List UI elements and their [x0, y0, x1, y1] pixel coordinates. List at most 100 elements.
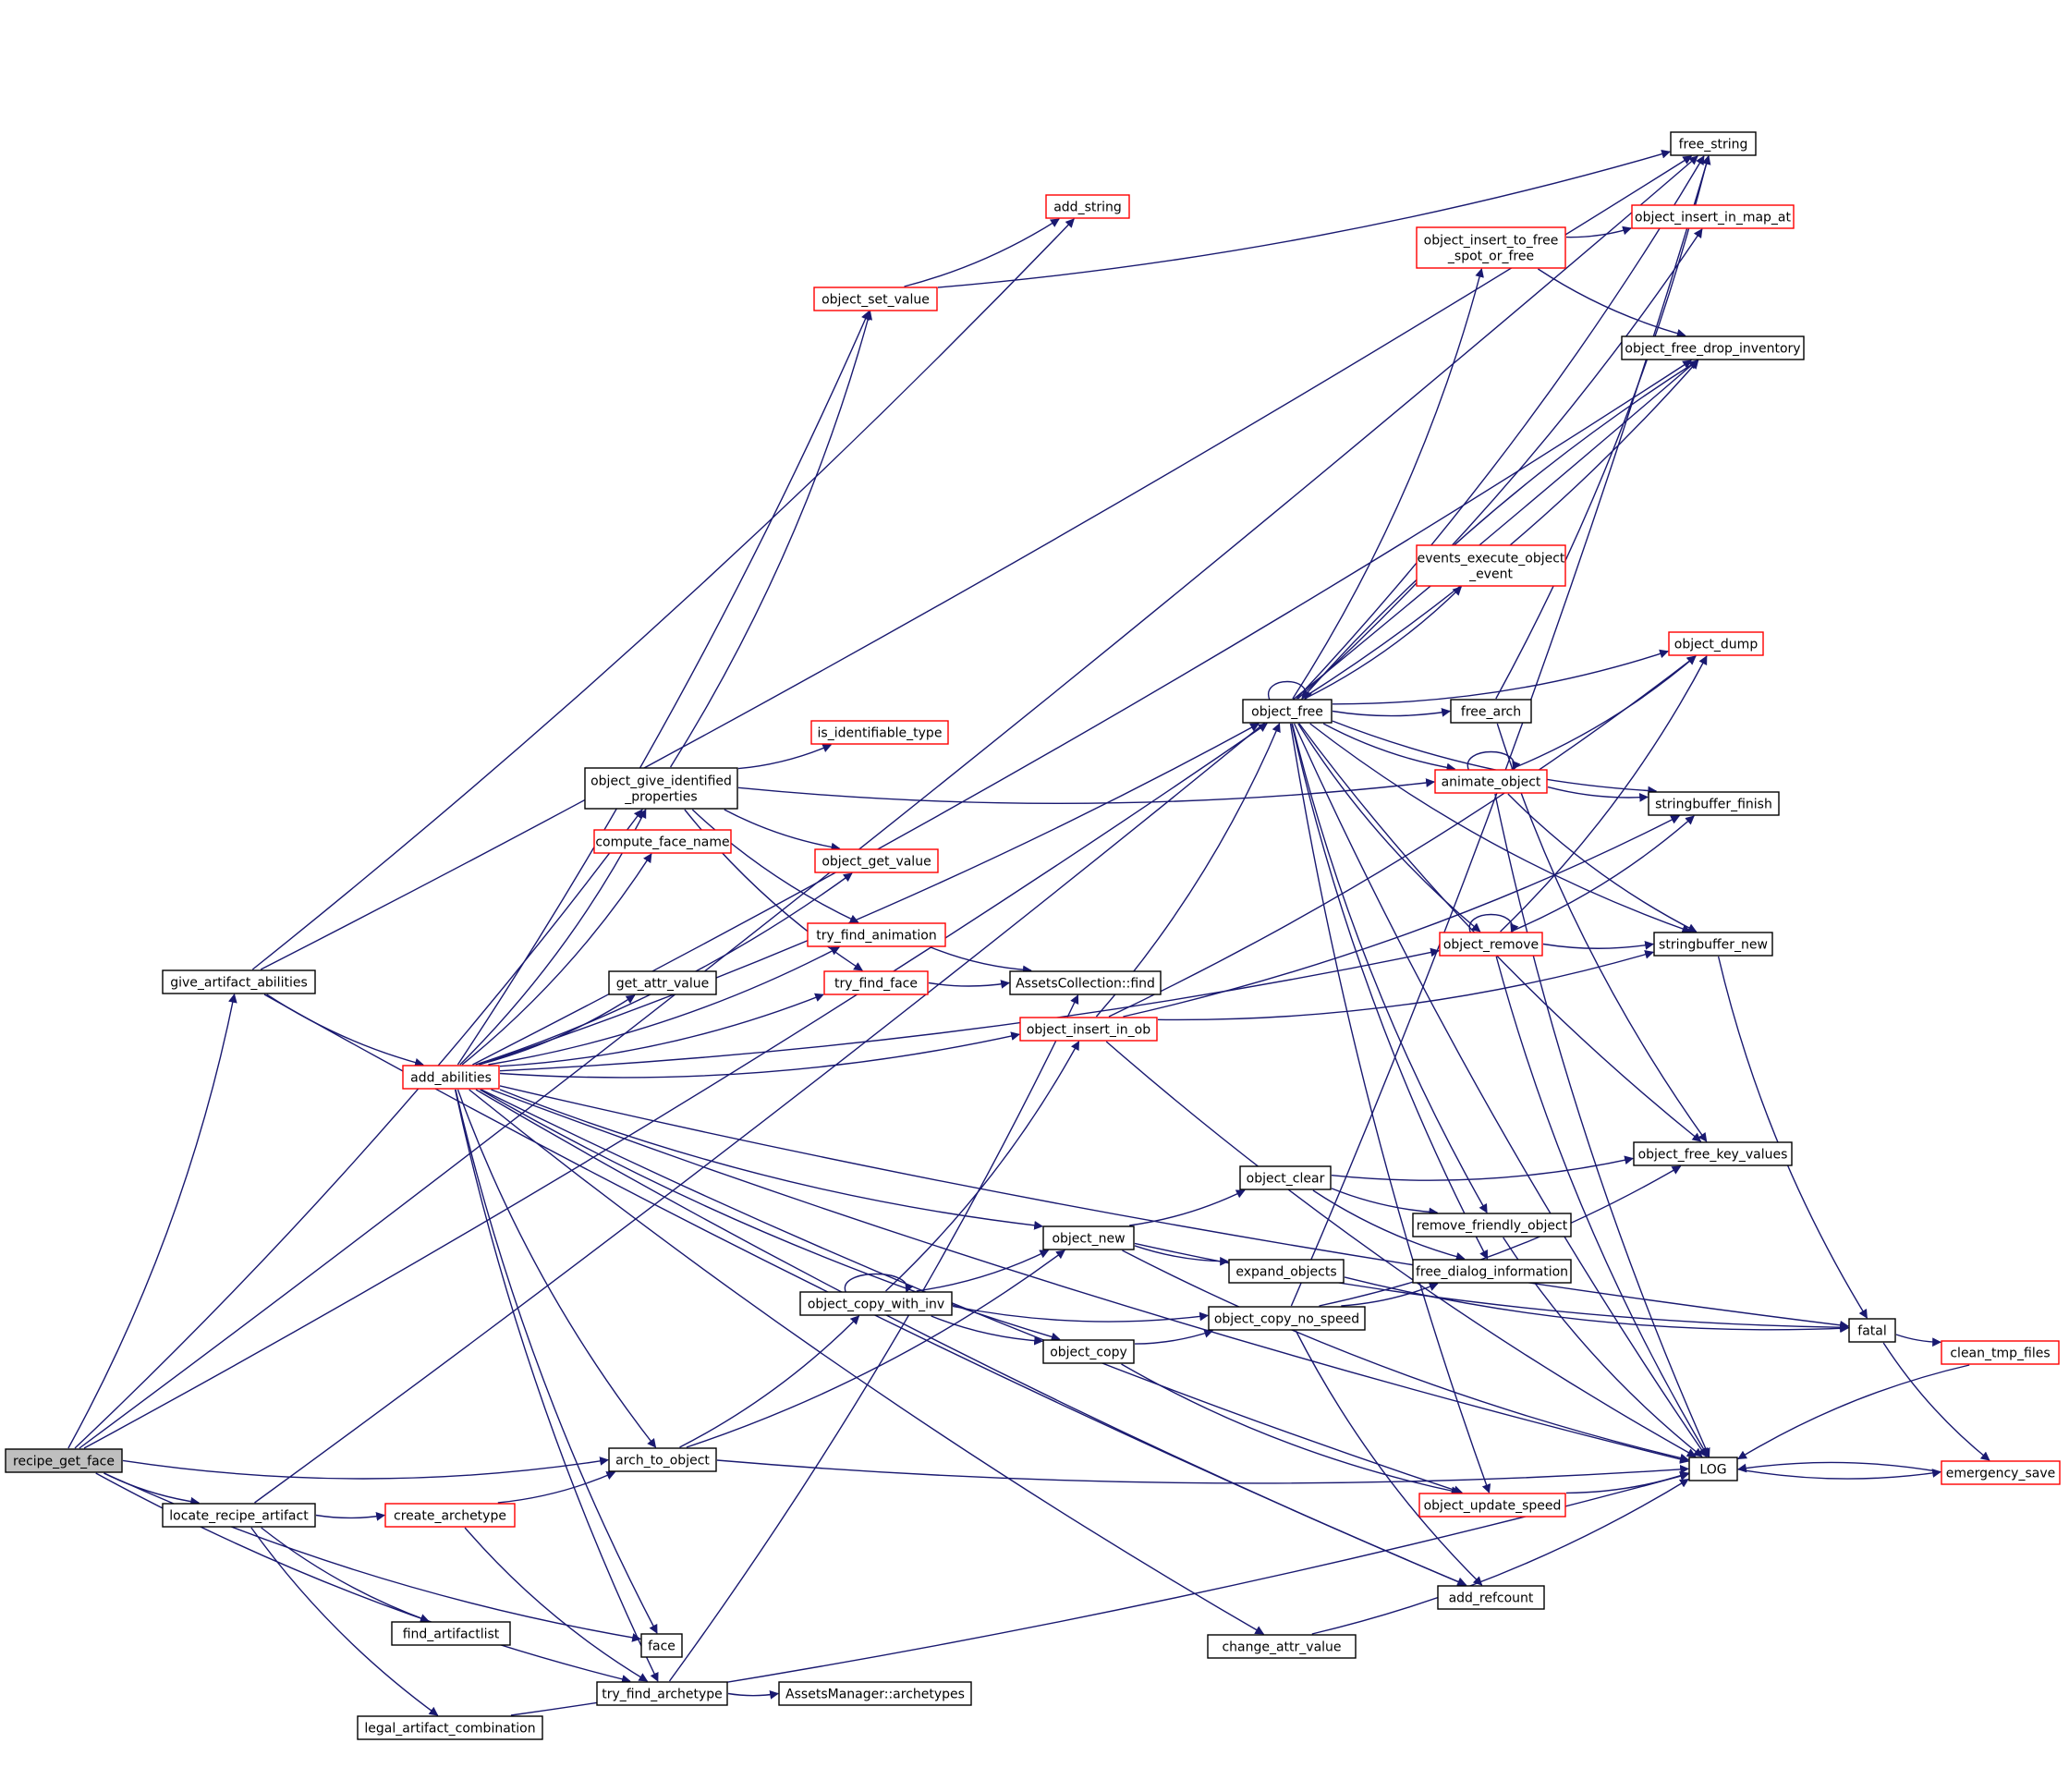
node-object-clear[interactable]: object_clear	[1239, 1165, 1332, 1190]
node-box	[1412, 1259, 1572, 1284]
node-emergency-save[interactable]: emergency_save	[1941, 1460, 2061, 1485]
node-label: object_free_drop_inventory	[1625, 342, 1800, 357]
edge-arch_to_object-to-object_new	[686, 1250, 1065, 1448]
node-assetscollection-find[interactable]: AssetsCollection::find	[1009, 970, 1162, 995]
node-box	[1412, 1213, 1572, 1237]
node-free-dialog-information[interactable]: free_dialog_information	[1412, 1259, 1572, 1284]
node-face[interactable]: face	[640, 1633, 683, 1658]
node-label: add_string	[1053, 201, 1122, 215]
node-label: object_give_identified	[590, 774, 732, 789]
node-object-update-speed[interactable]: object_update_speed	[1418, 1493, 1566, 1518]
edge-object_free-to-events_execute_object_event	[1304, 586, 1462, 700]
node-object-remove[interactable]: object_remove	[1439, 932, 1543, 957]
edge-object_copy-to-object_copy_no_speed	[1134, 1329, 1214, 1345]
node-give-artifact-abilities[interactable]: give_artifact_abilities	[162, 969, 316, 994]
node-object-insert-in-ob[interactable]: object_insert_in_ob	[1019, 1017, 1158, 1042]
node-box	[1416, 544, 1566, 587]
node-try-find-animation[interactable]: try_find_animation	[807, 922, 946, 947]
node-label: stringbuffer_finish	[1655, 798, 1772, 812]
node-label: legal_artifact_combination	[364, 1722, 535, 1737]
node-box	[357, 1715, 543, 1740]
edge-object_insert_in_ob-to-object_dump	[1108, 655, 1697, 1018]
node-assetsmanager-archetypes[interactable]: AssetsManager::archetypes	[778, 1681, 972, 1706]
edge-object_copy_no_speed-to-free_dialog_information	[1341, 1282, 1439, 1307]
node-remove-friendly-object[interactable]: remove_friendly_object	[1412, 1213, 1572, 1237]
node-object-insert-in-map-at[interactable]: object_insert_in_map_at	[1631, 204, 1795, 229]
node-arch-to-object[interactable]: arch_to_object	[608, 1447, 717, 1472]
node-create-archetype[interactable]: create_archetype	[384, 1503, 516, 1528]
node-locate-recipe-artifact[interactable]: locate_recipe_artifact	[162, 1503, 316, 1528]
node-animate-object[interactable]: animate_object	[1434, 769, 1548, 794]
node-add-abilities[interactable]: add_abilities	[402, 1065, 500, 1090]
edge-object_free-to-object_dump	[1332, 649, 1669, 705]
edge-animate_object-to-animate_object	[1467, 750, 1521, 771]
node-add-string[interactable]: add_string	[1045, 194, 1130, 219]
node-box	[640, 1633, 683, 1658]
node-object-free-key-values[interactable]: object_free_key_values	[1633, 1141, 1793, 1166]
node-events-execute-object-event[interactable]: events_execute_object_event	[1416, 544, 1566, 587]
node-recipe-get-face[interactable]: recipe_get_face	[5, 1448, 123, 1473]
node-clean-tmp-files[interactable]: clean_tmp_files	[1941, 1340, 2060, 1365]
edge-object_remove-to-stringbuffer_finish	[1510, 815, 1695, 933]
node-object-dump[interactable]: object_dump	[1668, 631, 1764, 656]
node-object-copy-no-speed[interactable]: object_copy_no_speed	[1208, 1306, 1366, 1331]
node-is-identifiable-type[interactable]: is_identifiable_type	[810, 720, 949, 745]
node-stringbuffer-finish[interactable]: stringbuffer_finish	[1648, 791, 1780, 816]
node-object-give-identified-properties[interactable]: object_give_identified_properties	[584, 767, 738, 810]
edge-object_clear-to-free_dialog_information	[1312, 1189, 1466, 1262]
edge-add_abilities-to-object_update_speed	[481, 1089, 1464, 1494]
node-box	[814, 848, 939, 873]
edge-fatal-to-emergency_save	[1882, 1342, 1990, 1461]
edge-animate_object-to-object_dump	[1511, 655, 1697, 770]
node-label: free_dialog_information	[1416, 1265, 1568, 1280]
edge-free_arch-to-free_string	[1495, 155, 1711, 700]
node-box	[1019, 1017, 1158, 1042]
node-log[interactable]: LOG	[1688, 1457, 1738, 1481]
node-box	[1668, 631, 1764, 656]
node-add-refcount[interactable]: add_refcount	[1437, 1585, 1545, 1610]
node-compute-face-name[interactable]: compute_face_name	[593, 829, 732, 854]
edge-object_copy-to-object_update_speed	[1121, 1363, 1461, 1496]
node-expand-objects[interactable]: expand_objects	[1228, 1259, 1345, 1284]
node-fatal[interactable]: fatal	[1848, 1318, 1896, 1343]
node-object-insert-to-free-spot-or-free[interactable]: object_insert_to_free_spot_or_free	[1416, 226, 1566, 269]
node-object-free[interactable]: object_free	[1242, 699, 1333, 724]
node-object-set-value[interactable]: object_set_value	[813, 286, 938, 311]
node-get-attr-value[interactable]: get_attr_value	[608, 970, 717, 995]
node-try-find-face[interactable]: try_find_face	[823, 970, 929, 995]
node-box	[1653, 932, 1773, 957]
edge-add_abilities-to-try_find_archetype	[454, 1089, 659, 1682]
edge-object_set_value-to-add_string	[904, 218, 1060, 287]
edge-object_clear-to-object_free_key_values	[1331, 1155, 1634, 1181]
node-box	[1416, 226, 1566, 269]
node-free-string[interactable]: free_string	[1670, 131, 1757, 156]
edge-recipe_get_face-to-give_artifact_abilities	[67, 994, 237, 1449]
node-object-get-value[interactable]: object_get_value	[814, 848, 939, 873]
edge-add_abilities-to-object_insert_in_ob	[499, 1031, 1020, 1079]
node-label: arch_to_object	[615, 1454, 710, 1469]
node-object-copy[interactable]: object_copy	[1042, 1339, 1135, 1364]
node-stringbuffer-new[interactable]: stringbuffer_new	[1653, 932, 1773, 957]
edge-recipe_get_face-to-locate_recipe_artifact	[103, 1472, 201, 1506]
node-change-attr-value[interactable]: change_attr_value	[1207, 1634, 1357, 1659]
node-try-find-archetype[interactable]: try_find_archetype	[596, 1681, 728, 1706]
edge-object_free-to-stringbuffer_finish	[1332, 720, 1658, 796]
node-object-new[interactable]: object_new	[1042, 1225, 1135, 1250]
node-object-free-drop-inventory[interactable]: object_free_drop_inventory	[1621, 335, 1805, 360]
node-box	[1941, 1460, 2061, 1485]
edge-add_abilities-to-try_find_face	[499, 993, 824, 1067]
node-find-artifactlist[interactable]: find_artifactlist	[391, 1621, 511, 1646]
edge-object_new-to-object_clear	[1129, 1189, 1246, 1226]
node-box	[391, 1621, 511, 1646]
node-object-copy-with-inv[interactable]: object_copy_with_inv	[799, 1291, 953, 1316]
node-legal-artifact-combination[interactable]: legal_artifact_combination	[357, 1715, 543, 1740]
node-free-arch[interactable]: free_arch	[1450, 699, 1532, 724]
node-label: object_insert_in_ob	[1027, 1023, 1150, 1038]
edge-stringbuffer_new-to-fatal	[1717, 956, 1868, 1319]
node-box	[1009, 970, 1162, 995]
node-label: find_artifactlist	[403, 1627, 500, 1642]
node-box	[1621, 335, 1805, 360]
edge-object_copy_with_inv-to-object_insert_in_ob	[885, 1041, 1080, 1292]
edge-animate_object-to-LOG	[1494, 793, 1710, 1457]
edge-object_give_identified_properties-to-animate_object	[737, 778, 1435, 804]
